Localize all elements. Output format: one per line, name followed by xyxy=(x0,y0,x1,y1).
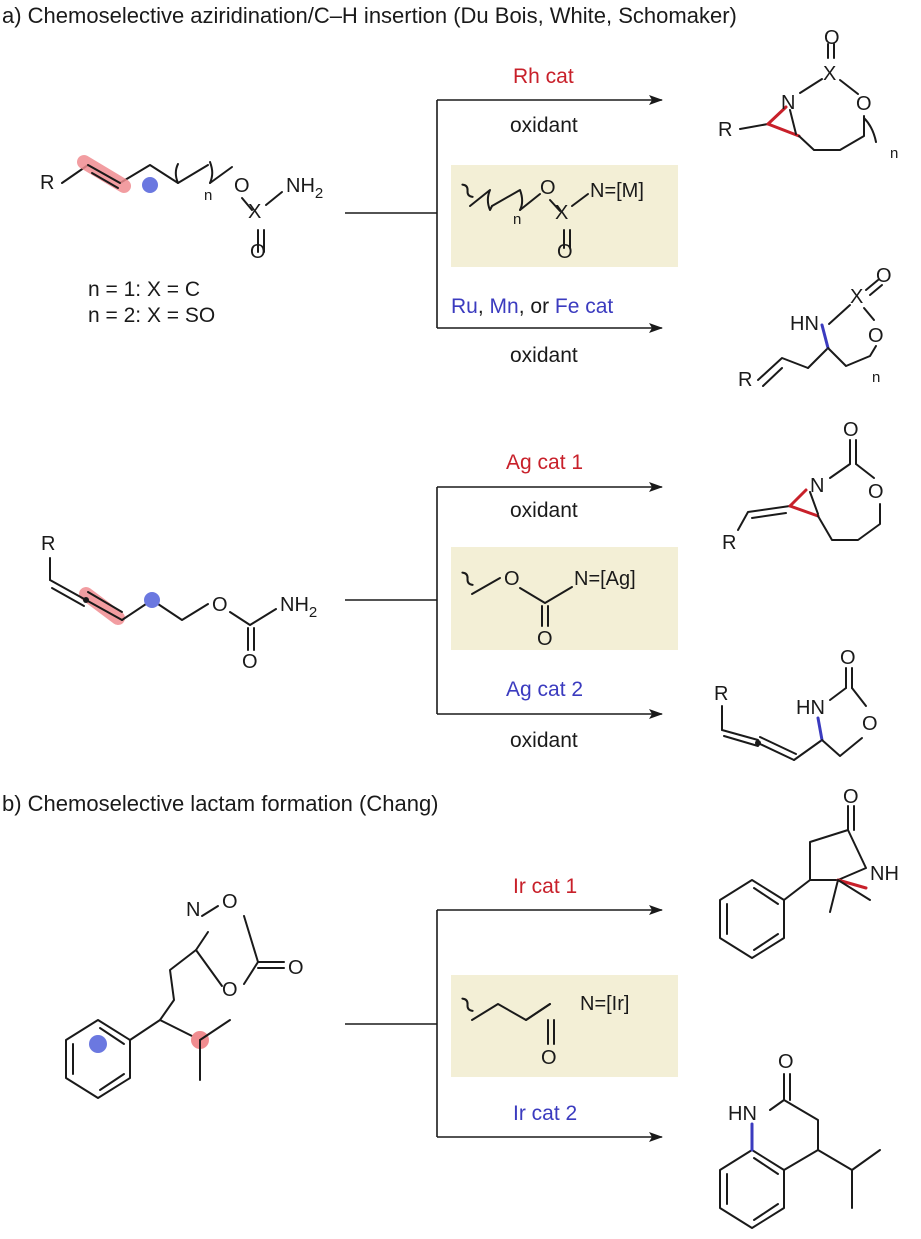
atom-o-box2-carbonyl: O xyxy=(537,628,553,650)
atom-r-p3: R xyxy=(722,532,736,554)
reagent-ag-cat-2: Ag cat 2 xyxy=(506,678,583,701)
metal-label-m: N=[M] xyxy=(590,180,644,202)
atom-x-box1: X xyxy=(555,202,568,224)
substrate-1: R n O X O NH2 xyxy=(40,155,323,263)
product-gamma-lactam: O NH xyxy=(719,786,899,959)
atom-x-p1: X xyxy=(823,63,836,85)
oxidant-label-2: oxidant xyxy=(510,344,578,367)
atom-o-carbonyl: O xyxy=(250,241,266,263)
atom-o-p3-top: O xyxy=(843,419,859,441)
oxidant-label-4: oxidant xyxy=(510,729,578,752)
nh2-group-2: NH2 xyxy=(280,594,317,621)
atom-n-s3: N xyxy=(186,899,200,921)
atom-r-p4: R xyxy=(714,683,728,705)
atom-o-p3-ring: O xyxy=(868,481,884,503)
product-oxazolidinone: R HN O O xyxy=(714,647,878,761)
metal-label-ir: N=[Ir] xyxy=(580,993,629,1015)
atom-x: X xyxy=(248,201,261,223)
atom-o-box1-carbonyl: O xyxy=(557,241,573,263)
reagent-ir-cat-2: Ir cat 2 xyxy=(513,1102,577,1125)
atom-o-box3: O xyxy=(541,1047,557,1069)
atom-n-p3: N xyxy=(810,475,824,497)
atom-o-s3-top: O xyxy=(222,891,238,913)
reagent-rh-cat: Rh cat xyxy=(513,65,574,88)
subscript-n: n xyxy=(204,187,212,204)
product-aziridine-1: R N X O O n xyxy=(718,27,898,162)
atom-o-s2: O xyxy=(212,594,228,616)
subscript-n-p1: n xyxy=(890,145,898,162)
atom-hn-p2: HN xyxy=(790,313,819,335)
allylic-ch-highlight xyxy=(142,177,158,193)
atom-hn-p4: HN xyxy=(796,697,825,719)
condition-n1: n = 1: X = C xyxy=(88,278,200,301)
intermediate-box-2 xyxy=(451,547,678,650)
atom-x-p2: X xyxy=(850,286,863,308)
metal-label-ag: N=[Ag] xyxy=(574,568,636,590)
nh2-group: NH2 xyxy=(286,175,323,202)
reagent-ag-cat-1: Ag cat 1 xyxy=(506,451,583,474)
subscript-n-p2: n xyxy=(872,369,880,386)
atom-o-p6: O xyxy=(778,1051,794,1073)
metal-nitrenoid-2: O O N=[Ag] xyxy=(461,568,636,650)
ortho-ch-highlight xyxy=(89,1035,107,1053)
atom-o: O xyxy=(234,175,250,197)
atom-o-p1-ring: O xyxy=(856,93,872,115)
oxidant-label-1: oxidant xyxy=(510,114,578,137)
metal-nitrenoid-3: O N=[Ir] xyxy=(461,993,629,1069)
oxidant-label-3: oxidant xyxy=(510,499,578,522)
atom-o-p4-top: O xyxy=(840,647,856,669)
condition-n2: n = 2: X = SO xyxy=(88,304,215,327)
atom-r: R xyxy=(40,172,54,194)
atom-n-p1: N xyxy=(781,92,795,114)
intermediate-box-3 xyxy=(451,975,678,1077)
substrate-3: N O O O xyxy=(65,891,304,1099)
product-insertion-1: R HN X O O n xyxy=(738,265,892,391)
substrate-2: R O O NH2 xyxy=(41,533,317,673)
atom-o-box1: O xyxy=(540,177,556,199)
section-a-title: a) Chemoselective aziridination/C–H inse… xyxy=(2,3,737,28)
atom-o-s3-exo: O xyxy=(288,957,304,979)
atom-o-p1-top: O xyxy=(824,27,840,49)
atom-o-p2-top: O xyxy=(876,265,892,287)
intermediate-box-1 xyxy=(451,165,678,267)
atom-hn-p6: HN xyxy=(728,1103,757,1125)
subscript-n-box1: n xyxy=(513,211,521,228)
product-quinolinone: HN O xyxy=(719,1051,881,1229)
allylic-ch-highlight-2 xyxy=(144,592,160,608)
atom-r-s2: R xyxy=(41,533,55,555)
section-b-title: b) Chemoselective lactam formation (Chan… xyxy=(2,791,439,816)
product-aziridine-2: R N O O xyxy=(722,419,884,554)
atom-r-p1: R xyxy=(718,119,732,141)
atom-nh-p5: NH xyxy=(870,863,899,885)
atom-o-box2: O xyxy=(504,568,520,590)
atom-o-s3-ring: O xyxy=(222,979,238,1001)
atom-o-p4-ring: O xyxy=(862,713,878,735)
atom-o-p5: O xyxy=(843,786,859,808)
reagent-ir-cat-1: Ir cat 1 xyxy=(513,875,577,898)
metal-nitrenoid-1: n O X O N=[M] xyxy=(461,177,644,263)
atom-o-s2-carbonyl: O xyxy=(242,651,258,673)
atom-r-p2: R xyxy=(738,369,752,391)
reagent-ru-mn-fe: Ru, Mn, or Fe cat xyxy=(451,295,613,318)
atom-o-p2-ring: O xyxy=(868,325,884,347)
